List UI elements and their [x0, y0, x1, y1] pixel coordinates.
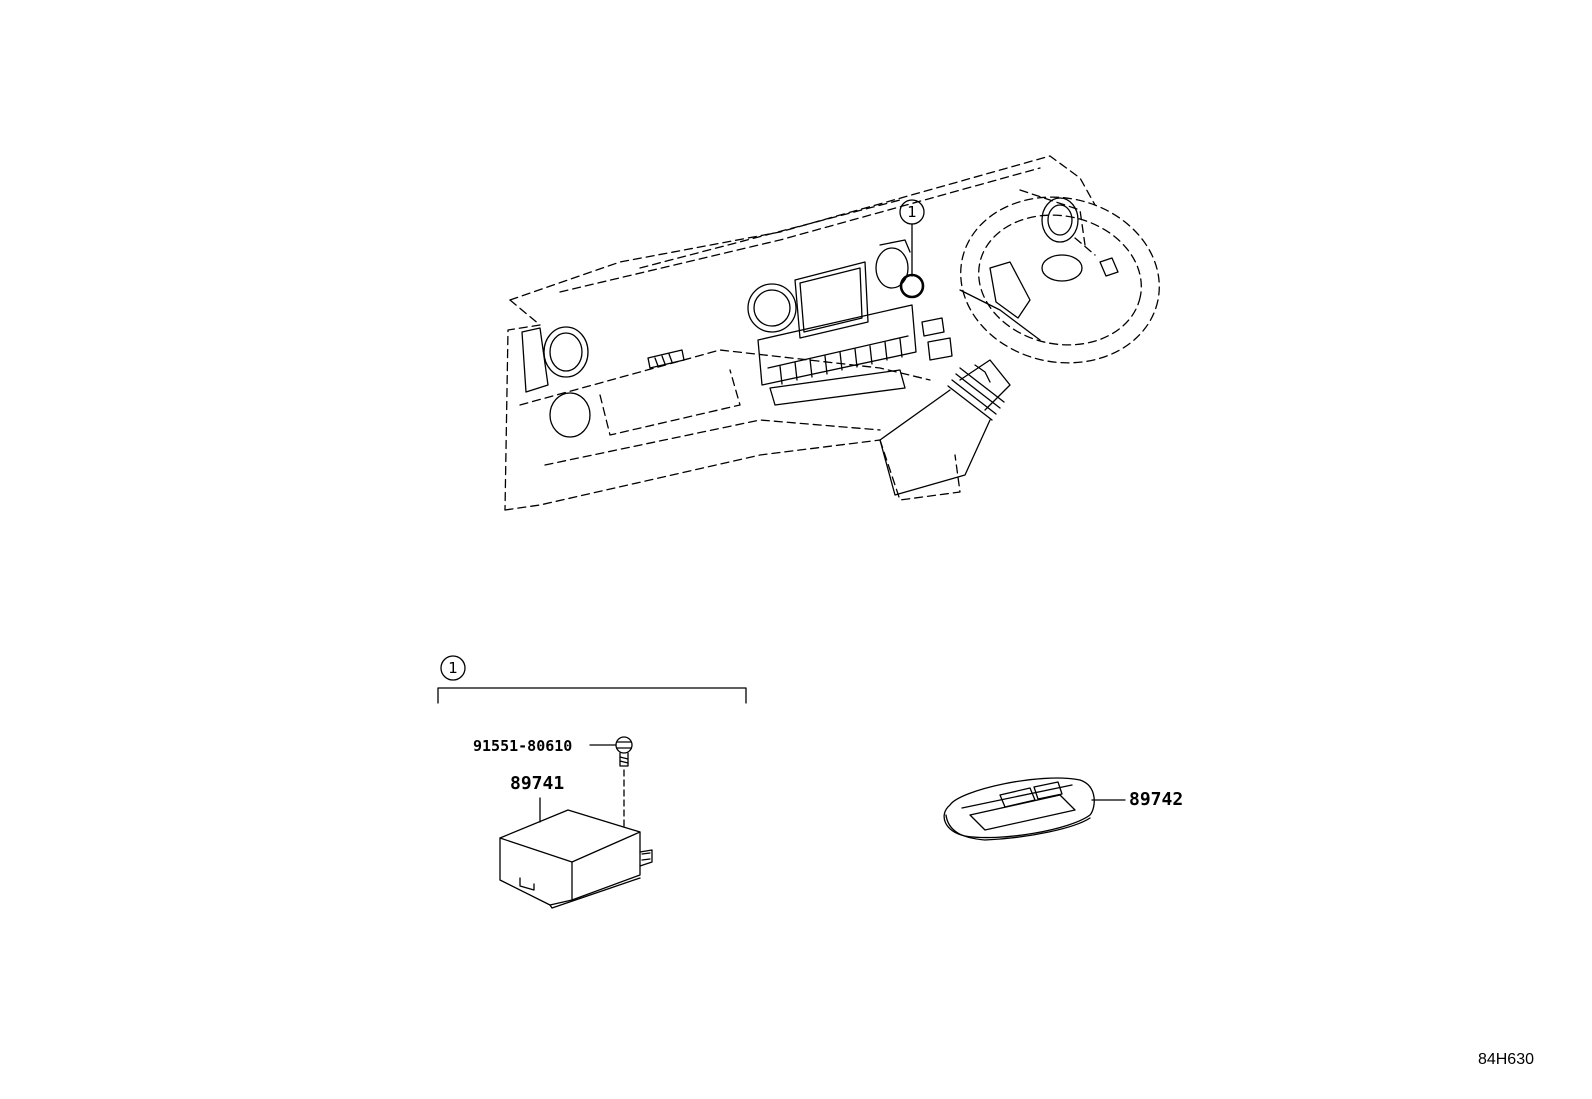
- illustration-id: 84H630: [1477, 1051, 1534, 1068]
- part-number-receiver[interactable]: 89741: [510, 773, 565, 794]
- bolt-drawing: [589, 736, 633, 829]
- dash-callout-leader: [899, 199, 925, 299]
- dashboard-outline: [504, 155, 1096, 511]
- group-callout-number[interactable]: 1: [448, 659, 458, 677]
- group-bracket: [437, 655, 747, 704]
- steering-wheel-hub: [959, 254, 1119, 341]
- dashboard-details: [521, 197, 1079, 438]
- part-number-bolt[interactable]: 91551-80610: [473, 737, 573, 755]
- receiver-drawing: [499, 797, 653, 909]
- dash-callout-number[interactable]: 1: [907, 203, 917, 221]
- steering-column: [879, 359, 1011, 496]
- steering-wheel: [960, 196, 1160, 364]
- part-number-key-fob[interactable]: 89742: [1129, 789, 1184, 810]
- key-fob-drawing: [943, 777, 1126, 841]
